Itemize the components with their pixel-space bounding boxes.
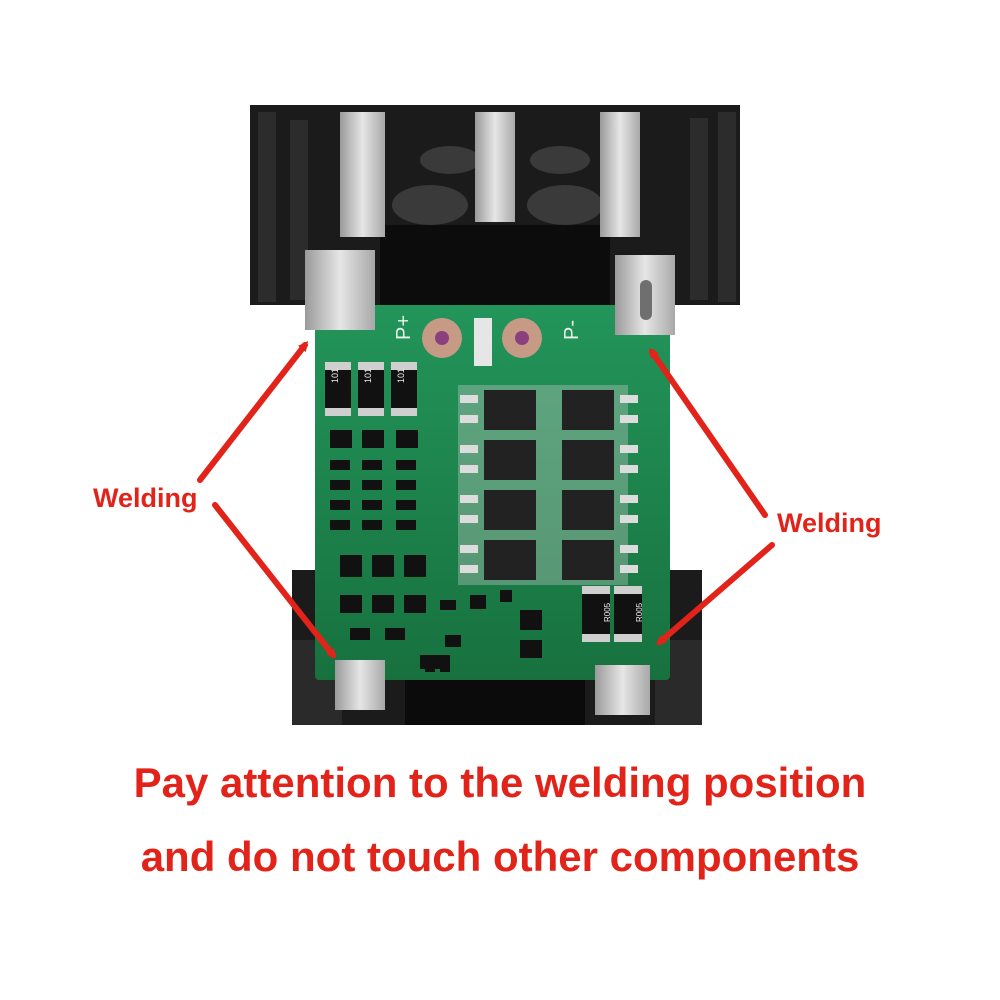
nickel-strip-top-right — [600, 112, 640, 237]
battery-holder-top — [250, 105, 740, 310]
mosfet-array — [458, 385, 638, 585]
bms-pcb: P+ P- 101 101 101 — [305, 250, 675, 715]
arrow-lower-left — [212, 502, 337, 659]
nickel-strip-top-left — [340, 112, 385, 237]
nickel-strip-top-middle — [475, 112, 515, 222]
nickel-tab-bottom-right — [595, 665, 650, 715]
resistor-code-3: 101 — [396, 368, 406, 383]
arrow-lower-right — [656, 542, 775, 646]
shunt-code-1: R005 — [603, 602, 612, 622]
resistor-code-2: 101 — [363, 368, 373, 383]
shunt-code-2: R005 — [635, 602, 644, 622]
nickel-tab-b-minus — [305, 250, 375, 330]
p-minus-marking: P- — [561, 320, 583, 340]
welding-label-left: Welding — [93, 483, 198, 513]
annotation-arrows — [197, 341, 775, 659]
balance-resistors: 101 101 101 — [325, 362, 417, 416]
nickel-tab-bottom-left — [335, 660, 385, 710]
p-plus-marking: P+ — [393, 315, 415, 340]
shunt-resistors: R005 R005 — [582, 586, 644, 642]
resistor-code-1: 101 — [330, 368, 340, 383]
caption-line-1: Pay attention to the welding position — [133, 759, 867, 806]
arrow-upper-left — [197, 341, 309, 483]
welding-label-right: Welding — [777, 508, 882, 538]
caption-line-2: and do not touch other components — [140, 833, 860, 880]
connection-pads — [305, 250, 675, 366]
arrow-upper-right — [649, 347, 768, 518]
